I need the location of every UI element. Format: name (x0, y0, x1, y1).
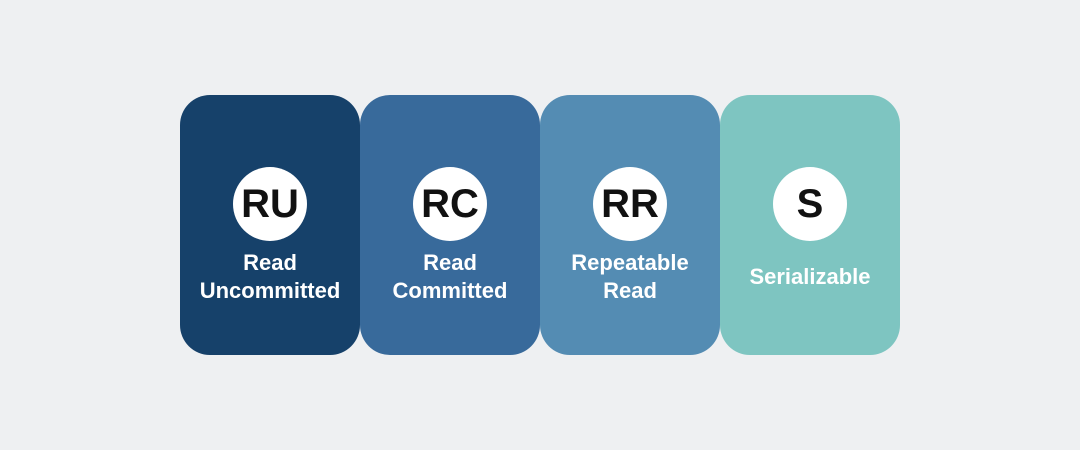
card-label: Read Committed (392, 250, 508, 303)
abbr-badge: RU (233, 167, 307, 241)
abbr-text: RC (421, 181, 479, 226)
card-read-uncommitted: RU Read Uncommitted (180, 95, 360, 355)
card-label: Repeatable Read (571, 250, 689, 303)
abbr-badge: RR (593, 167, 667, 241)
abbr-text: S (796, 181, 824, 226)
abbr-badge: S (773, 167, 847, 241)
card-label: Read Uncommitted (199, 250, 341, 303)
card-label: Serializable (749, 264, 871, 289)
abbr-text: RR (601, 181, 659, 226)
card-read-committed: RC Read Committed (360, 95, 540, 355)
card-repeatable-read: RR Repeatable Read (540, 95, 720, 355)
abbr-badge: RC (413, 167, 487, 241)
isolation-levels-row: RU Read Uncommitted RC Read Committed RR… (180, 95, 900, 355)
abbr-text: RU (241, 181, 299, 226)
card-serializable: S Serializable (720, 95, 900, 355)
